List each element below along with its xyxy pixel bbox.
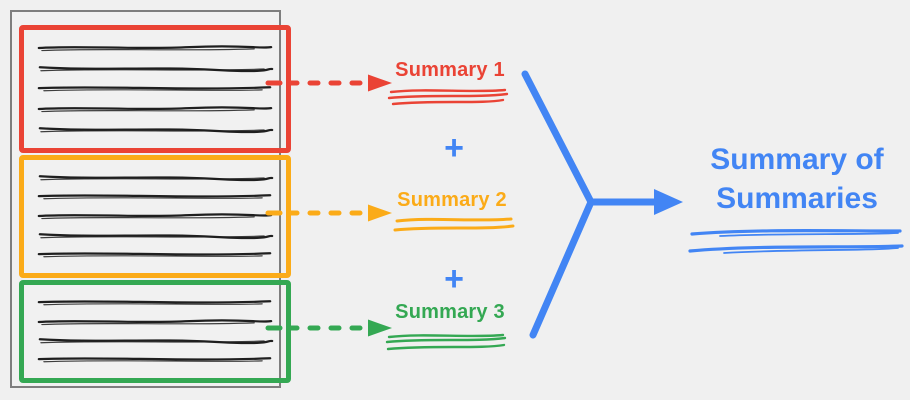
final-summary-label: Summary of Summaries: [686, 140, 908, 218]
document-chunk-3: [19, 280, 291, 383]
final-summary-line1: Summary of: [710, 143, 884, 176]
document-text-line: [37, 194, 272, 200]
document-chunk-1: [19, 25, 291, 153]
document-text-line: [37, 319, 273, 326]
plus-operator-2: +: [444, 260, 464, 298]
document-text-line: [37, 299, 272, 305]
document-text-line: [37, 357, 272, 363]
document-text-line: [38, 65, 274, 72]
summary-2-scribble: [393, 217, 515, 232]
document-text-line: [37, 86, 272, 92]
final-summary-line2: Summaries: [716, 182, 878, 215]
final-summary-scribble: [688, 229, 904, 254]
arrow-chunk3-to-summary3-icon: [265, 319, 392, 337]
arrow-chunk1-to-summary1-icon: [265, 74, 392, 92]
summary-3-label: Summary 3: [395, 301, 505, 323]
summary-3-scribble: [385, 333, 507, 351]
document-text-line: [37, 213, 273, 220]
document-text-line: [38, 126, 274, 133]
source-document: [10, 10, 291, 388]
merge-arrow-icon: [521, 70, 683, 339]
document-text-line: [38, 338, 274, 345]
summary-1-scribble: [387, 88, 509, 106]
document-text-line: [37, 106, 273, 113]
plus-operator-1: +: [444, 129, 464, 167]
document-text-line: [37, 252, 272, 258]
document-text-line: [38, 233, 274, 240]
document-chunk-2: [19, 155, 291, 278]
arrow-chunk2-to-summary2-icon: [265, 204, 392, 222]
summary-2-label: Summary 2: [397, 189, 507, 211]
summary-1-label: Summary 1: [395, 59, 505, 81]
document-text-line: [38, 174, 274, 181]
document-text-line: [37, 45, 273, 52]
